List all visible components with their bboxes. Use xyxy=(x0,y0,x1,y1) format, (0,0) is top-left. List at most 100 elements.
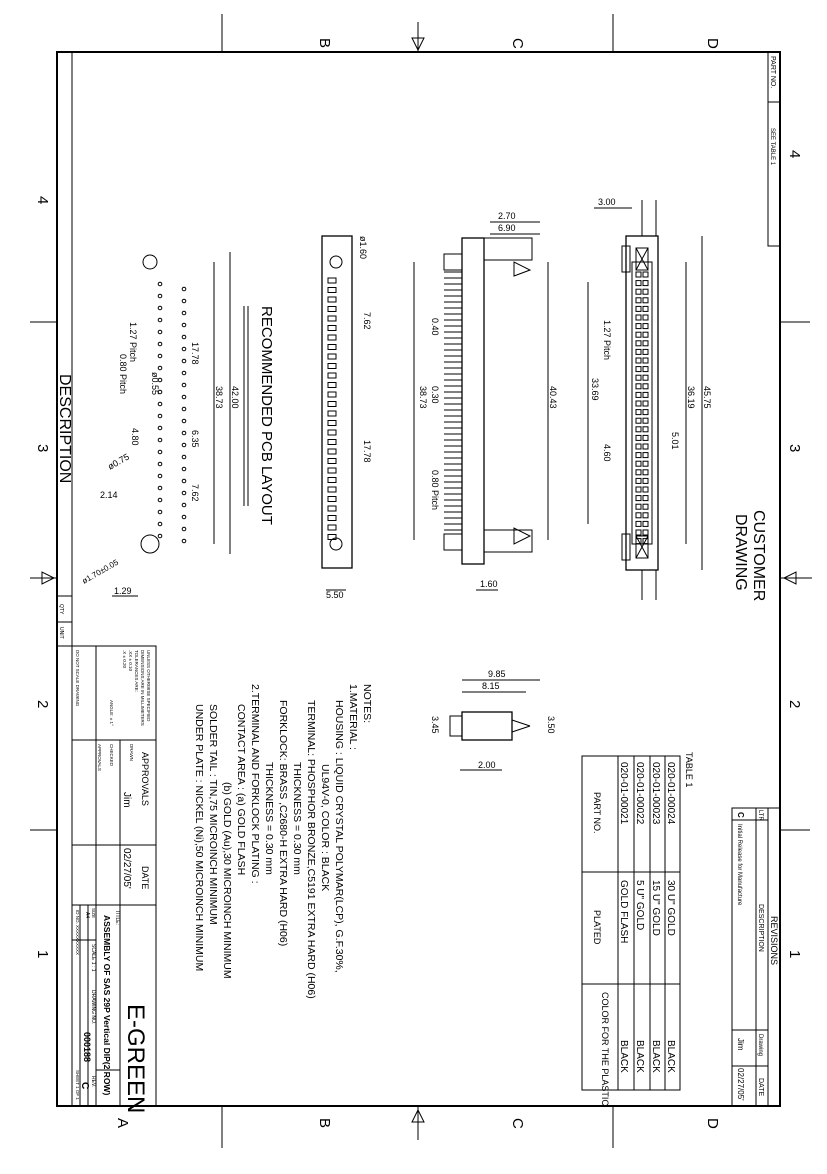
top-pin xyxy=(642,400,649,407)
top-pin xyxy=(642,409,649,416)
top-pin xyxy=(635,391,642,398)
tolerance-note-1: DIMENSIONS ARE IN MILLIMETERS xyxy=(140,650,145,726)
table1-r2-color: BLACK xyxy=(634,1040,645,1073)
pcb-hole xyxy=(157,365,163,371)
pcb-hole xyxy=(181,490,187,496)
table1-r0-partno: 020-01-00024 xyxy=(665,762,676,825)
dim-5-01: 5.01 xyxy=(670,432,680,450)
rev-row-description: Initial Release for Manufacture xyxy=(736,824,742,906)
top-pin xyxy=(642,357,649,364)
dim-36-19: 36.19 xyxy=(686,386,696,409)
rev-header-drawing: Drawing xyxy=(757,1034,763,1056)
notes-line-2: UL94V-0, COLOR : BLACK xyxy=(319,764,331,891)
pcb-hole xyxy=(157,485,163,491)
revisions-title: REVISIONS xyxy=(769,916,779,965)
dim-17-78-a: 17.78 xyxy=(362,440,372,463)
pcb-hole xyxy=(157,449,163,455)
top-pin xyxy=(642,417,649,424)
top-pin xyxy=(635,512,642,519)
front-view: 5.50 ø1.60 7.62 17.78 xyxy=(321,235,372,600)
notes-line-7: 2.TERMINAL AND FORKLOCK PLATING : xyxy=(249,684,261,884)
zone-row-left-1: 1 xyxy=(34,950,51,958)
zone-row-left-3: 3 xyxy=(34,444,51,452)
pcb-hole xyxy=(181,406,187,412)
rev-header-description: DESCRIPTION xyxy=(757,904,764,952)
revisions-block: REVISIONS LTR DESCRIPTION Drawing DATE C… xyxy=(731,807,781,1107)
pcb-hole xyxy=(181,514,187,520)
top-pin xyxy=(635,280,642,287)
top-pin xyxy=(635,374,642,381)
top-view: 3.00 45.75 36.19 1.27 Pitch 33.69 5.01 4… xyxy=(587,197,712,600)
part-no-value: SEE TABLE 1 xyxy=(769,128,775,166)
top-pin xyxy=(642,331,649,338)
size-label: SIZE xyxy=(91,908,96,918)
tolerance-note-0: UNLESS OTHERWISE SPECIFIED xyxy=(146,650,151,722)
drawn-date: 02/27/05' xyxy=(121,848,132,889)
front-pin xyxy=(327,401,337,407)
zone-row-right-1: 1 xyxy=(786,950,803,958)
front-pin xyxy=(327,296,337,303)
dim-38-73-mid: 38.73 xyxy=(418,386,428,409)
front-pin xyxy=(327,458,337,464)
front-pin xyxy=(327,287,337,293)
top-pin xyxy=(635,409,642,416)
approvals-label: APPROVALS xyxy=(97,744,102,771)
id-no: ID NO. XXXXXXXXXX xyxy=(75,910,80,955)
drawing-no-value: 000188 xyxy=(82,1032,92,1062)
dim-33-69: 33.69 xyxy=(590,378,600,401)
part-no-box: PART NO. SEE TABLE 1 xyxy=(767,51,781,247)
table1: TABLE 1 PART NO. PLATED COLOR FOR THE PL… xyxy=(581,752,694,1106)
pcb-holes xyxy=(157,281,187,544)
table1-r2-partno: 020-01-00022 xyxy=(634,762,645,825)
dim-6-90: 6.90 xyxy=(498,223,516,233)
top-pin xyxy=(642,538,649,545)
dim-4-80: 4.80 xyxy=(130,428,140,446)
dim-45-75: 45.75 xyxy=(702,386,712,409)
top-pin xyxy=(635,443,642,450)
pcb-hole xyxy=(181,430,187,436)
pcb-hole xyxy=(157,317,163,323)
top-pin xyxy=(635,520,642,527)
notes-line-4: THICKNESS = 0.30 mm xyxy=(291,762,303,875)
top-pin xyxy=(635,469,642,476)
dim-2-70: 2.70 xyxy=(498,211,516,221)
pcb-hole xyxy=(181,298,187,304)
dim-8-15: 8.15 xyxy=(482,681,500,691)
pcb-hole xyxy=(157,377,163,383)
pcb-hole xyxy=(157,521,163,527)
top-pin xyxy=(642,434,649,441)
pcb-hole xyxy=(157,425,163,431)
top-pin xyxy=(635,400,642,407)
drawn-by: Jim xyxy=(121,792,132,808)
front-pin xyxy=(327,391,337,398)
pcb-hole xyxy=(157,281,163,287)
pcb-hole xyxy=(181,502,187,508)
zone-labels: B C D A B C D 4 3 2 1 4 3 2 1 xyxy=(34,38,803,1129)
pcb-hole xyxy=(181,538,187,544)
top-pin xyxy=(635,417,642,424)
top-pin xyxy=(642,280,649,287)
pcb-hole xyxy=(157,293,163,299)
top-pin xyxy=(642,383,649,390)
table1-r2-plated: 5 U" GOLD xyxy=(634,880,645,930)
side-view: 2.70 6.90 0.40 40.43 38.73 0.30 0.80 Pit… xyxy=(413,211,558,591)
top-pin xyxy=(642,443,649,450)
rev-header-date: DATE xyxy=(757,1078,764,1096)
pcb-hole xyxy=(157,473,163,479)
pcb-hole xyxy=(157,401,163,407)
notes-line-10: SOLDER TAIL : TIN,75 MICROINCH MINIMUM xyxy=(207,704,219,925)
table1-r3-partno: 020-01-00021 xyxy=(618,762,629,825)
dim-3-00: 3.00 xyxy=(598,197,616,207)
pcb-layout-title-text: RECOMMENDED PCB LAYOUT xyxy=(258,306,275,525)
small-side-view: 9.85 8.15 3.50 3.45 2.00 xyxy=(430,669,556,771)
dim-6-35: 6.35 xyxy=(190,430,200,448)
zone-row-left-4: 4 xyxy=(34,196,51,204)
dim-1-29: 1.29 xyxy=(114,586,132,596)
front-pin xyxy=(327,420,337,426)
zone-row-right-4: 4 xyxy=(786,150,803,158)
dim-2-14: 2.14 xyxy=(100,490,118,500)
dim-1-27-pitch-top: 1.27 Pitch xyxy=(602,320,612,360)
notes-line-8: CONTACT AREA : (a) GOLD FLASH xyxy=(235,704,247,875)
dim-phi-0-55: ø0.55 xyxy=(150,372,160,395)
dim-7-62-b: 7.62 xyxy=(190,484,200,502)
